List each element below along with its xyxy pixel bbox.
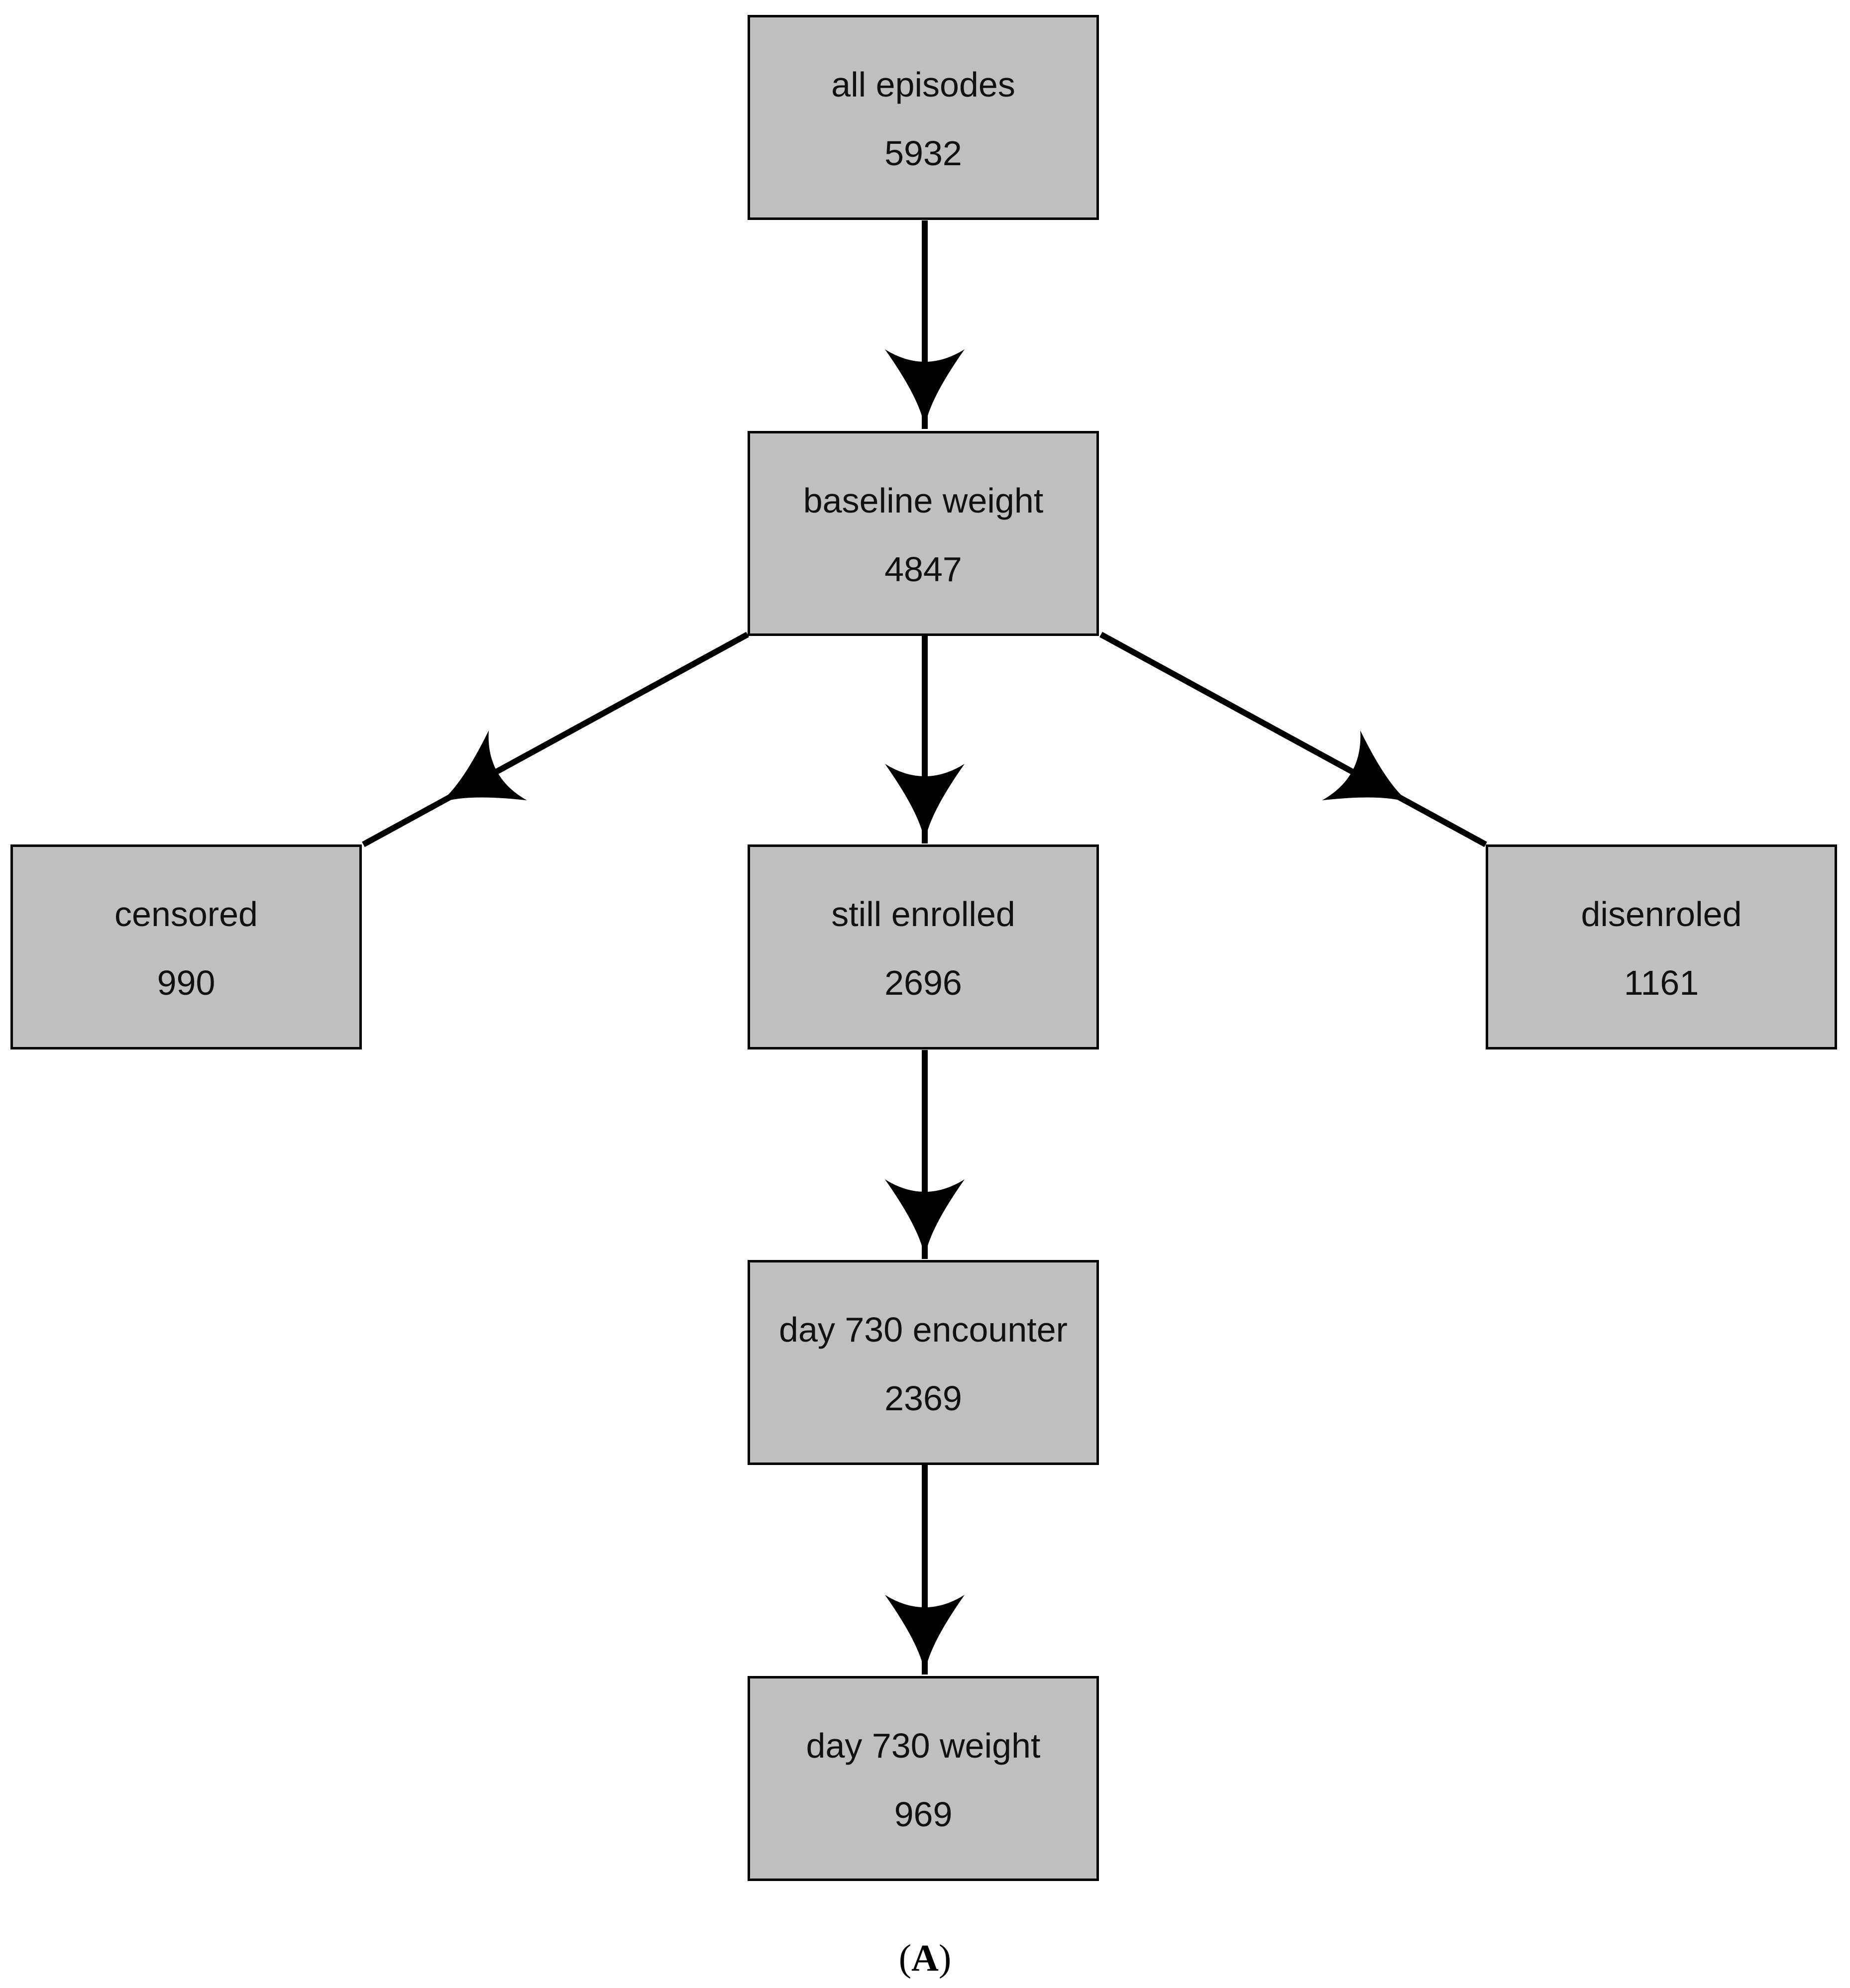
- edge-baseline-to-censored: [362, 631, 749, 847]
- node-disenroled: disenroled 1161: [1486, 844, 1837, 1049]
- node-label: baseline weight: [803, 481, 1044, 520]
- node-label: day 730 weight: [806, 1726, 1041, 1765]
- node-censored: censored 990: [10, 844, 362, 1049]
- node-day730-weight: day 730 weight 969: [748, 1676, 1099, 1881]
- edge-all-to-baseline: [885, 220, 965, 429]
- node-day730-encounter: day 730 encounter 2369: [748, 1260, 1099, 1465]
- node-count: 5932: [884, 134, 962, 173]
- node-count: 2369: [884, 1379, 962, 1418]
- edge-baseline-to-still-enrolled: [885, 634, 965, 843]
- node-count: 2696: [884, 963, 962, 1002]
- edge-encounter-to-weight: [885, 1465, 965, 1674]
- node-count: 1161: [1624, 963, 1699, 1002]
- caption-close: ): [938, 1937, 952, 1979]
- node-label: all episodes: [831, 65, 1015, 104]
- node-label: still enrolled: [831, 895, 1015, 934]
- node-count: 990: [157, 963, 216, 1002]
- node-count: 4847: [884, 550, 962, 589]
- edge-baseline-to-disenroled: [1099, 631, 1487, 847]
- node-all-episodes: all episodes 5932: [748, 15, 1099, 220]
- node-baseline-weight: baseline weight 4847: [748, 431, 1099, 636]
- figure-caption: (A): [0, 1933, 1850, 1983]
- node-count: 969: [894, 1795, 953, 1834]
- node-still-enrolled: still enrolled 2696: [748, 844, 1099, 1049]
- caption-letter: A: [911, 1937, 939, 1979]
- node-label: censored: [114, 895, 258, 934]
- edge-still-enrolled-to-encounter: [885, 1050, 965, 1259]
- caption-open: (: [898, 1937, 912, 1979]
- node-label: day 730 encounter: [779, 1310, 1068, 1349]
- node-label: disenroled: [1581, 895, 1742, 934]
